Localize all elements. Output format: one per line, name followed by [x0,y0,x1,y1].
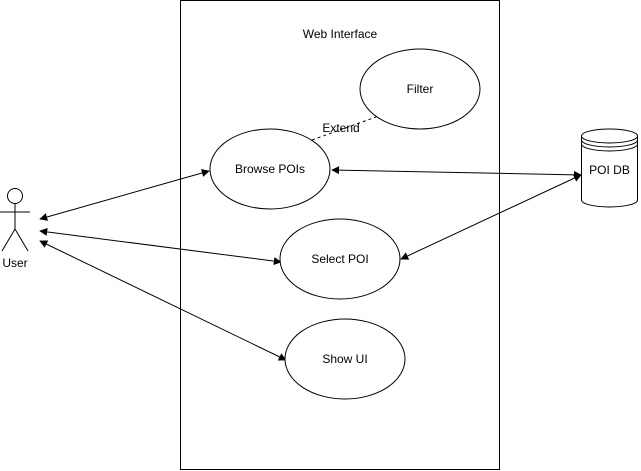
use-case-show[interactable]: Show UI [284,318,406,400]
association-user-browse[interactable] [39,169,210,221]
extend-relation: Extend [311,116,377,141]
system-title: Web Interface [303,27,378,41]
associations [39,166,582,361]
use-case-filter[interactable]: Filter [359,48,481,130]
use-case-show-label: Show UI [322,352,367,366]
use-case-browse[interactable]: Browse POIs [209,128,331,210]
database-poidb-label: POI DB [589,163,630,177]
use-case-select[interactable]: Select POI [279,218,401,300]
actor-right-leg [14,228,29,252]
database-poidb[interactable] [581,128,638,208]
database-cylinder-ring-2 [581,143,638,152]
association-select-poidb[interactable] [400,174,582,260]
use-case-select-label: Select POI [311,252,368,266]
actor-user[interactable] [0,188,30,252]
use-case-filter-label: Filter [407,82,434,96]
use-case-browse-label: Browse POIs [235,162,305,176]
database-cylinder-ring-1 [581,139,638,148]
database-cylinder-top [581,128,638,144]
extend-label: Extend [322,121,359,135]
extend-line[interactable] [311,116,377,141]
database-cylinder-body [581,136,638,208]
actor-head [7,188,23,204]
association-browse-poidb[interactable] [331,166,582,179]
actor-left-leg [1,228,16,252]
actor-user-label: User [2,256,27,270]
association-user-show[interactable] [39,240,287,361]
